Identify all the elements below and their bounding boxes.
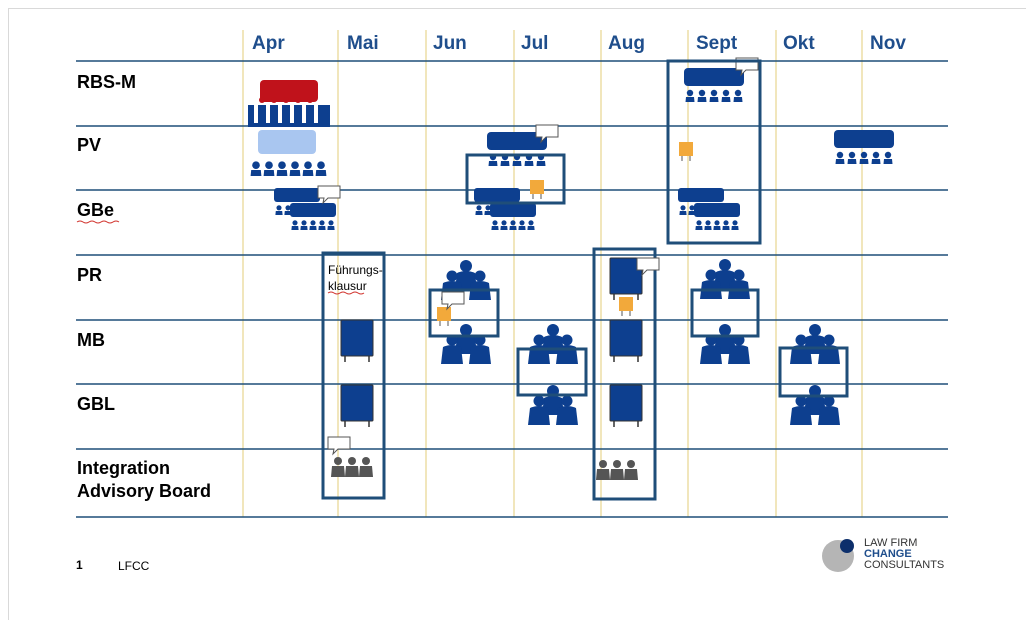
okt-mb-gbl-frame [778, 346, 849, 398]
row-label-advisory-board: Advisory Board [77, 481, 211, 501]
footer-company: LFCC [118, 559, 150, 573]
slide-frame [8, 8, 1026, 620]
aug-frame [592, 247, 657, 501]
jul-mb-group [528, 324, 578, 364]
row-label-gbl: GBL [77, 394, 115, 414]
row-labels: RBS-M PV GBe PR MB GBL Integration Advis… [76, 72, 211, 501]
month-nov: Nov [870, 33, 906, 54]
jun-mb-group [441, 324, 491, 364]
okt-mb-group [790, 324, 840, 364]
sept-pr-group [700, 259, 750, 299]
jul-mb-gbl-frame [516, 347, 588, 397]
mai-gbl-board [340, 384, 374, 428]
spell-check-underline [76, 220, 120, 224]
row-label-gbe: GBe [77, 200, 114, 220]
mai-iab-group [331, 457, 373, 477]
row-label-pr: PR [77, 265, 102, 285]
jun-bubble [441, 291, 465, 310]
pv-apr-meeting [250, 130, 327, 176]
logo-line-1: LAW FIRM [864, 537, 918, 549]
row-lines [76, 60, 948, 518]
month-jun: Jun [433, 33, 467, 54]
logo-text: LAW FIRM CHANGE CONSULTANTS [864, 538, 944, 571]
gbe-jul-meetings [474, 179, 545, 230]
pv-gbe-joint-frame [465, 153, 566, 205]
month-mai: Mai [347, 33, 379, 54]
row-label-pv: PV [77, 135, 101, 155]
month-okt: Okt [783, 33, 815, 54]
row-label-mb: MB [77, 330, 105, 350]
month-apr: Apr [252, 33, 285, 54]
page-number: 1 [76, 558, 83, 572]
fuehrungsklausur-frame [321, 251, 386, 500]
aug-iab-group [596, 460, 638, 480]
row-label-integration: Integration [77, 458, 170, 478]
gbe-sept-meetings [678, 188, 740, 230]
pv-nov-meeting [834, 130, 894, 164]
sept-frame [666, 59, 762, 245]
sept-mb-group [700, 324, 750, 364]
month-headers: Apr Mai Jun Jul Aug Sept Okt Nov [252, 33, 906, 54]
month-separators [242, 30, 863, 517]
aug-easel [618, 296, 634, 317]
logo-line-2: CHANGE [864, 548, 912, 560]
month-aug: Aug [608, 33, 645, 54]
jun-pr-mb-frame [428, 288, 500, 338]
mai-iab-bubble [327, 436, 351, 455]
pv-sept-easel [678, 141, 694, 162]
row-label-rbs-m: RBS-M [77, 72, 136, 92]
mai-mb-board [340, 319, 374, 363]
fuehrungsklausur-label-1: Führungs- [328, 263, 383, 277]
jul-gbl-group [528, 385, 578, 425]
fuehrungsklausur-label-2: klausur [328, 279, 367, 293]
month-sept: Sept [696, 33, 738, 54]
jun-easel [436, 306, 452, 327]
rbsm-sept-meeting [678, 57, 759, 102]
rbsm-apr-meeting [248, 80, 330, 127]
lfcc-logo-mark [822, 539, 854, 572]
aug-gbl-board [609, 384, 643, 428]
gbe-apr-meetings [274, 185, 341, 230]
pv-jul-meeting [487, 124, 559, 166]
okt-gbl-group [790, 385, 840, 425]
month-jul: Jul [521, 33, 548, 54]
spell-check-underline-2 [327, 291, 365, 295]
sept-pr-mb-frame [690, 288, 760, 338]
aug-mb-board [609, 319, 643, 363]
logo-line-3: CONSULTANTS [864, 559, 945, 571]
